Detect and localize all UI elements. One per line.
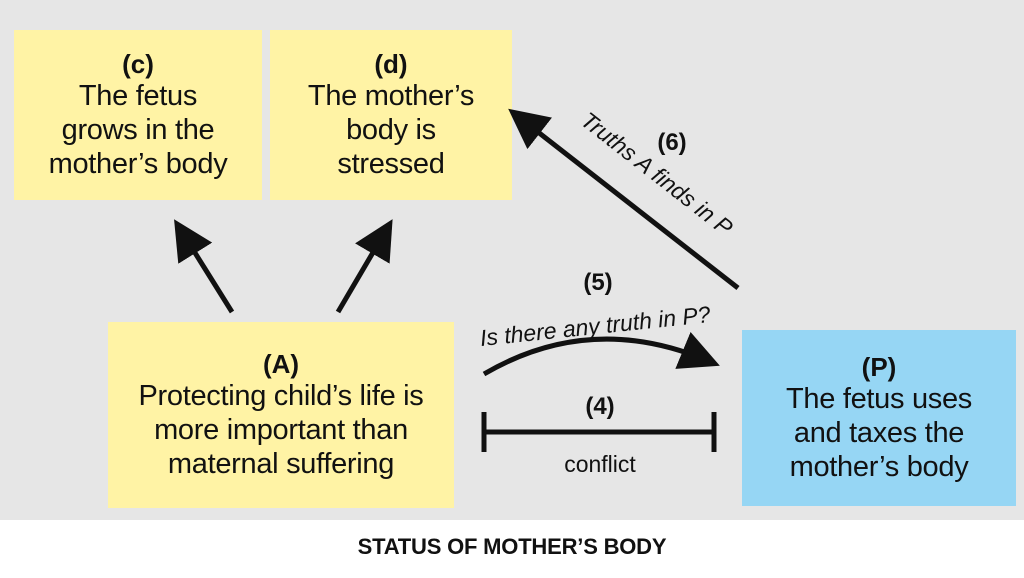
box-a-text: Protecting child’s life is more importan… bbox=[138, 380, 424, 480]
link-5-text: Is there any truth in P? bbox=[479, 301, 712, 351]
arrow-p-to-d bbox=[508, 108, 740, 290]
box-c-fetus-grows: (c) The fetus grows in the mother’s body bbox=[14, 30, 262, 200]
link-4-number: (4) bbox=[585, 393, 614, 420]
link-6-text: Truths A finds in P bbox=[576, 107, 738, 241]
box-c-text: The fetus grows in the mother’s body bbox=[48, 80, 228, 180]
box-d-label: (d) bbox=[374, 49, 408, 79]
arrow-a-to-c bbox=[174, 219, 235, 314]
box-a-protect-child: (A) Protecting child’s life is more impo… bbox=[108, 322, 454, 508]
box-d-body-stressed: (d) The mother’s body is stressed bbox=[270, 30, 512, 200]
connector-layer: (4) conflict (5) Is there any truth in P… bbox=[174, 107, 740, 477]
box-d-text: The mother’s body is stressed bbox=[307, 80, 475, 180]
arrow-a-to-p-curve bbox=[482, 331, 720, 377]
link-4-text: conflict bbox=[564, 451, 636, 477]
link-6-number: (6) bbox=[657, 129, 686, 156]
arrow-a-to-d bbox=[335, 219, 393, 314]
diagram-caption: STATUS OF MOTHER’S BODY bbox=[357, 534, 667, 559]
box-c-label: (c) bbox=[122, 49, 154, 79]
box-a-label: (A) bbox=[262, 349, 300, 379]
box-p-label: (P) bbox=[861, 352, 897, 382]
box-p-text: The fetus uses and taxes the mother’s bo… bbox=[785, 383, 972, 483]
box-p-fetus-taxes-body: (P) The fetus uses and taxes the mother’… bbox=[742, 330, 1016, 506]
link-5-number: (5) bbox=[583, 269, 612, 296]
